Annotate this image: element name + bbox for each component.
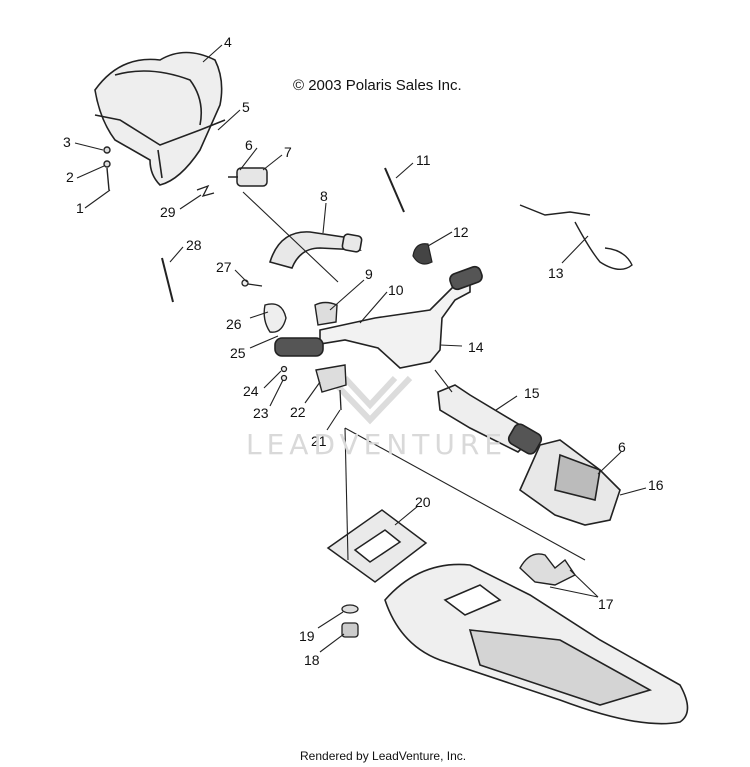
- lanyard-part: [519, 204, 633, 270]
- callout-12: 12: [453, 224, 469, 240]
- callout-24: 24: [243, 383, 259, 399]
- callout-13: 13: [548, 265, 564, 281]
- callout-7: 7: [284, 144, 292, 160]
- callout-19: 19: [299, 628, 315, 644]
- callout-14: 14: [468, 339, 484, 355]
- callout-22: 22: [290, 404, 306, 420]
- control-housing-part: [314, 301, 338, 326]
- leadventure-watermark-logo: [327, 375, 413, 425]
- bolt-part: [241, 279, 342, 411]
- callout-29: 29: [160, 204, 176, 220]
- clip-part: [519, 553, 577, 586]
- steering-column-part: [437, 384, 543, 455]
- callout-20: 20: [415, 494, 431, 510]
- watermark-text: LEADVENTURE: [246, 428, 508, 461]
- steering-bracket-part: [519, 439, 621, 526]
- callout-1: 1: [76, 200, 84, 216]
- throttle-lever-part: [315, 364, 347, 393]
- seat-hardware: [103, 146, 111, 191]
- callout-11: 11: [416, 152, 431, 168]
- callout-6: 6: [245, 137, 253, 153]
- callout-15: 15: [524, 385, 540, 401]
- nut-part: [341, 622, 359, 638]
- callout-10: 10: [388, 282, 404, 298]
- handlebar-clamp-part: [228, 167, 268, 187]
- callout-26: 26: [226, 316, 242, 332]
- rod-part-11: [384, 167, 405, 213]
- seat-part: [94, 51, 226, 186]
- copyright-notice: © 2003 Polaris Sales Inc.: [293, 77, 462, 94]
- callout-8: 8: [320, 188, 328, 204]
- leader-lines: [74, 44, 647, 653]
- callout-23: 23: [253, 405, 269, 421]
- callout-16: 16: [648, 477, 664, 493]
- rod-part-28: [161, 257, 174, 303]
- assembly-lines: [242, 191, 586, 561]
- callout-labels: 4 5 3 6 7 2 1 29 11 8 12 28 27 9 13 10 2…: [63, 34, 664, 668]
- footer-credit: Rendered by LeadVenture, Inc.: [300, 749, 467, 763]
- plate-part: [326, 509, 428, 583]
- callout-17: 17: [598, 596, 614, 612]
- callout-18: 18: [304, 652, 320, 668]
- handlebar-part: [274, 265, 483, 369]
- callout-3: 3: [63, 134, 71, 150]
- washer-part: [341, 604, 359, 614]
- callout-27: 27: [216, 259, 232, 275]
- callout-5: 5: [242, 99, 250, 115]
- callout-6b: 6: [618, 439, 626, 455]
- handlebar-pad-part: [268, 231, 363, 269]
- callout-2: 2: [66, 169, 74, 185]
- hood-part: [384, 563, 689, 725]
- switch-housing-part: [263, 303, 287, 333]
- callout-4: 4: [224, 34, 232, 50]
- spring-part: [196, 184, 215, 198]
- callout-28: 28: [186, 237, 202, 253]
- callout-9: 9: [365, 266, 373, 282]
- grip-end-part: [412, 243, 433, 265]
- callout-25: 25: [230, 345, 246, 361]
- callout-21: 21: [311, 433, 327, 449]
